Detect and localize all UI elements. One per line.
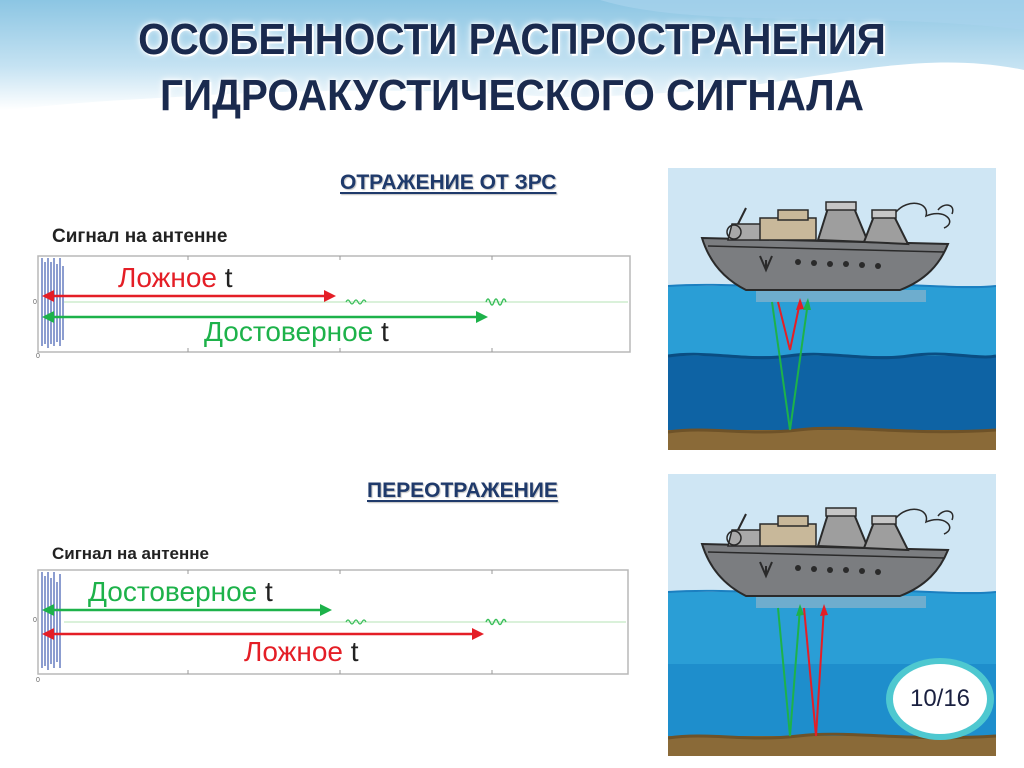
true-label-text: Достоверное (204, 316, 374, 347)
ship-panel-2 (668, 474, 996, 756)
antenna-burst (41, 572, 61, 670)
svg-text:0: 0 (33, 299, 37, 306)
t-symbol: t (350, 636, 359, 667)
false-label-text: Ложное (244, 636, 343, 667)
ship-icon (700, 201, 954, 302)
svg-text:0: 0 (33, 617, 37, 624)
ship-panel-1 (668, 168, 996, 450)
slide-counter: 10/16 (886, 658, 994, 740)
signal-panel-2: 0 0 (28, 538, 648, 688)
section2-heading: ПЕРЕОТРАЖЕНИЕ (367, 479, 558, 502)
false-arrow (42, 290, 336, 302)
ray-paths (771, 298, 811, 431)
panel2-false-label: Ложное t (244, 636, 359, 668)
title-line-2: ГИДРОАКУСТИЧЕСКОГО СИГНАЛА (160, 71, 864, 120)
title-line-1: ОСОБЕННОСТИ РАСПРОСТРАНЕНИЯ (138, 15, 886, 64)
panel1-title: Сигнал на антенне (52, 226, 228, 247)
ray-paths (777, 604, 828, 737)
signal-panel-1: 0 0 (28, 222, 648, 362)
panel2-true-label: Достоверное t (88, 576, 273, 608)
panel2-title: Сигнал на антенне (52, 544, 209, 563)
antenna-burst (41, 258, 64, 348)
true-arrow (42, 311, 488, 323)
ship-icon (700, 507, 954, 608)
svg-text:0: 0 (36, 353, 40, 360)
t-symbol: t (265, 576, 273, 607)
t-symbol: t (381, 316, 389, 347)
svg-text:0: 0 (36, 677, 40, 684)
slide-title: ОСОБЕННОСТИ РАСПРОСТРАНЕНИЯ ГИДРОАКУСТИЧ… (41, 12, 983, 124)
panel1-true-label: Достоверное t (204, 316, 389, 348)
panel1-false-label: Ложное t (118, 262, 233, 294)
false-arrow (42, 628, 484, 640)
true-label-text: Достоверное (88, 576, 258, 607)
false-label-text: Ложное (118, 262, 217, 293)
slide-counter-text: 10/16 (893, 664, 987, 734)
true-arrow (42, 604, 332, 616)
section1-heading: ОТРАЖЕНИЕ ОТ ЗРС (340, 171, 557, 194)
t-symbol: t (224, 262, 233, 293)
